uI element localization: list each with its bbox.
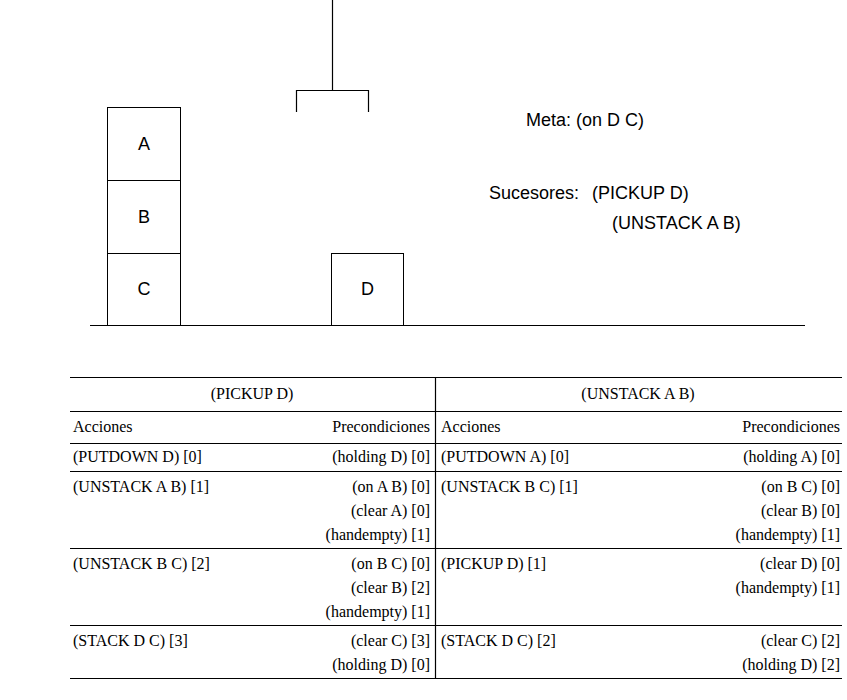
block-box: B (107, 180, 181, 254)
table-cell: (on B C) [0] (351, 555, 430, 573)
table-cell: (STACK D C) [2] (441, 632, 556, 650)
table-rule (70, 625, 842, 626)
table-rule (70, 471, 842, 472)
gripper (297, 91, 369, 113)
column-header: Precondiciones (742, 418, 840, 436)
block-box: D (331, 253, 404, 326)
table-cell: (UNSTACK A B) [1] (73, 478, 209, 496)
column-header: Acciones (73, 418, 133, 436)
table-cell: (handempty) [1] (736, 526, 840, 544)
table-surface (90, 325, 805, 326)
table-cell: (UNSTACK B C) [2] (73, 555, 210, 573)
table-cell: (holding D) [0] (332, 448, 430, 466)
table-header: (UNSTACK A B) (581, 385, 694, 403)
goal-text: Meta: (on D C) (526, 110, 644, 131)
table-cell: (PICKUP D) [1] (441, 555, 546, 573)
table-rule (70, 411, 842, 412)
block-label: D (361, 279, 374, 300)
table-cell: (handempty) [1] (736, 579, 840, 597)
table-cell: (holding D) [2] (742, 656, 840, 674)
table-cell: (PUTDOWN A) [0] (441, 448, 569, 466)
table-cell: (holding A) [0] (743, 448, 840, 466)
table-header: (PICKUP D) (211, 385, 294, 403)
table-cell: (PUTDOWN D) [0] (73, 448, 202, 466)
table-cell: (clear A) [0] (351, 502, 430, 520)
table-cell: (clear D) [0] (760, 555, 840, 573)
column-header: Acciones (441, 418, 501, 436)
table-cell: (handempty) [1] (326, 526, 430, 544)
block-label: C (138, 279, 151, 300)
table-rule (70, 548, 842, 549)
table-rule (70, 377, 842, 378)
block-box: A (107, 107, 181, 181)
table-rule (70, 678, 842, 679)
block-label: B (138, 207, 150, 228)
table-divider (435, 377, 436, 679)
table-cell: (on B C) [0] (761, 478, 840, 496)
table-cell: (holding D) [0] (332, 656, 430, 674)
table-cell: (clear C) [2] (761, 632, 840, 650)
table-cell: (on A B) [0] (352, 478, 430, 496)
successor-action: (UNSTACK A B) (612, 213, 741, 234)
table-cell: (clear B) [0] (761, 502, 840, 520)
table-cell: (clear C) [3] (351, 632, 430, 650)
table-cell: (UNSTACK B C) [1] (441, 478, 578, 496)
table-cell: (handempty) [1] (326, 603, 430, 621)
column-header: Precondiciones (332, 418, 430, 436)
block-label: A (138, 134, 150, 155)
block-box: C (107, 253, 181, 326)
table-rule (70, 443, 842, 444)
table-cell: (STACK D C) [3] (73, 632, 188, 650)
successor-action: (PICKUP D) (592, 183, 689, 204)
gripper-cable (332, 0, 333, 90)
successors-heading: Sucesores: (489, 183, 579, 204)
table-cell: (clear B) [2] (351, 579, 430, 597)
